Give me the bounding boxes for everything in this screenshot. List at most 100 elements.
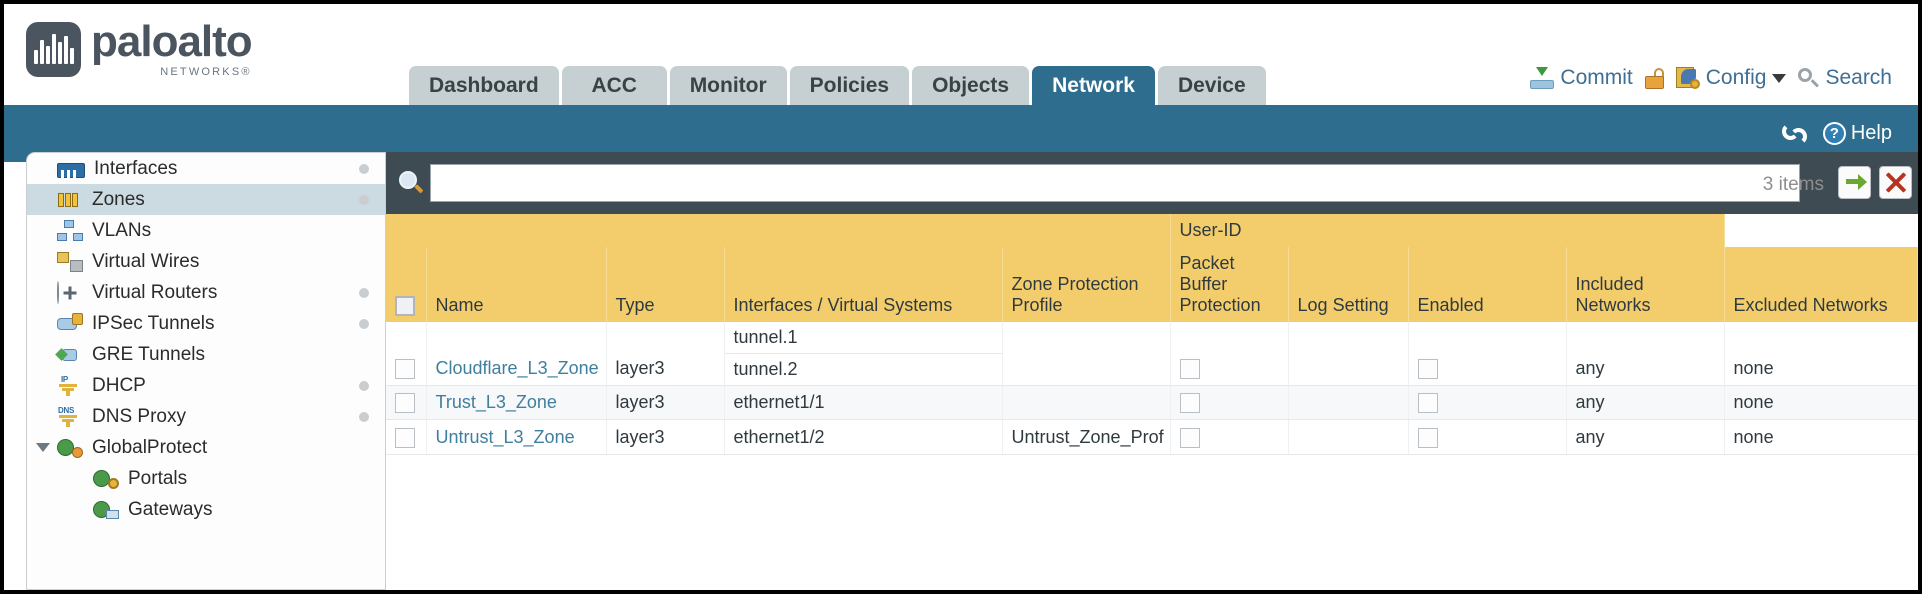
sidebar-item-virtual-routers[interactable]: Virtual Routers (27, 277, 385, 308)
sidebar-item-label: Virtual Routers (92, 281, 218, 303)
cell-packet-buffer-protection[interactable] (1170, 322, 1289, 386)
tab-acc[interactable]: ACC (561, 66, 667, 105)
table-group-header-row: User-ID (386, 214, 1918, 247)
cell-included-networks: any (1566, 385, 1725, 421)
tab-dashboard[interactable]: Dashboard (409, 66, 559, 105)
config-label: Config (1705, 66, 1767, 89)
row-checkbox[interactable] (395, 427, 415, 448)
select-all-checkbox[interactable] (395, 296, 415, 316)
sidebar-item-virtual-wires[interactable]: Virtual Wires (27, 246, 385, 277)
table-row[interactable]: Untrust_L3_Zone layer3 ethernet1/2 Untru… (386, 419, 1918, 455)
col-header-excluded-networks[interactable]: Excluded Networks (1724, 247, 1918, 322)
row-checkbox[interactable] (395, 393, 415, 414)
col-header-log-setting[interactable]: Log Setting (1288, 247, 1409, 322)
chevron-down-icon (1772, 73, 1787, 83)
cell-userid-enabled[interactable] (1408, 419, 1567, 455)
zones-icon (57, 189, 83, 210)
col-header-type[interactable]: Type (606, 247, 725, 322)
cell-packet-buffer-protection[interactable] (1170, 419, 1289, 455)
cell-excluded-networks: none (1724, 419, 1918, 455)
tab-monitor[interactable]: Monitor (669, 66, 787, 105)
apply-filter-button[interactable] (1838, 166, 1871, 199)
col-header-zone-protection-profile[interactable]: Zone Protection Profile (1002, 247, 1171, 322)
refresh-icon[interactable] (1781, 122, 1807, 145)
sidebar-item-ipsec-tunnels[interactable]: IPSec Tunnels (27, 308, 385, 339)
cell-userid-enabled[interactable] (1408, 322, 1567, 386)
cell-name[interactable]: Untrust_L3_Zone (426, 419, 607, 455)
commit-button[interactable]: Commit (1530, 66, 1633, 90)
cell-excluded-networks: none (1724, 322, 1918, 386)
sidebar-item-zones[interactable]: Zones (27, 184, 385, 215)
row-select-cell[interactable] (386, 322, 427, 386)
cell-name[interactable]: Cloudflare_L3_Zone (426, 322, 607, 386)
filter-bar: 3 items (386, 152, 1918, 214)
status-dot (359, 195, 369, 205)
cell-interfaces: ethernet1/1 (724, 385, 1003, 421)
sidebar-item-label: DNS Proxy (92, 405, 186, 427)
lock-icon[interactable] (1644, 67, 1664, 89)
cell-type: layer3 (606, 385, 725, 421)
row-select-cell[interactable] (386, 385, 427, 421)
dns-proxy-icon: DNS (57, 406, 83, 427)
tab-device[interactable]: Device (1157, 66, 1266, 105)
commit-icon (1530, 67, 1555, 89)
userid-enabled-checkbox[interactable] (1417, 359, 1438, 379)
col-header-interfaces[interactable]: Interfaces / Virtual Systems (724, 247, 1003, 322)
vlans-icon (57, 220, 83, 241)
tree-expander-icon[interactable] (36, 443, 50, 452)
search-icon (1798, 67, 1820, 89)
row-select-cell[interactable] (386, 419, 427, 455)
status-dot (359, 164, 369, 174)
select-all-header[interactable] (386, 247, 427, 322)
table-row[interactable]: Trust_L3_Zone layer3 ethernet1/1 any (386, 385, 1918, 421)
zones-table-container: User-ID Name Type Interfaces / Virtual S… (386, 214, 1918, 590)
cell-included-networks: any (1566, 419, 1725, 455)
sidebar-item-label: Gateways (128, 498, 213, 520)
cell-userid-enabled[interactable] (1408, 385, 1567, 421)
search-input[interactable] (430, 164, 1800, 202)
col-header-enabled[interactable]: Enabled (1408, 247, 1567, 322)
packet-buffer-protection-checkbox[interactable] (1179, 427, 1200, 448)
tab-objects[interactable]: Objects (912, 66, 1030, 105)
paloalto-logo-mark (26, 21, 81, 77)
sidebar-item-dhcp[interactable]: IP DHCP (27, 370, 385, 401)
config-menu[interactable]: Config (1675, 66, 1787, 90)
sidebar-item-dns-proxy[interactable]: DNS DNS Proxy (27, 401, 385, 432)
userid-enabled-checkbox[interactable] (1417, 427, 1438, 448)
zone-name-link[interactable]: Cloudflare_L3_Zone (435, 358, 599, 378)
sidebar-item-globalprotect[interactable]: GlobalProtect (27, 432, 385, 463)
help-button[interactable]: ? Help (1822, 122, 1892, 145)
clear-filter-button[interactable] (1879, 166, 1912, 199)
status-dot (359, 412, 369, 422)
cell-packet-buffer-protection[interactable] (1170, 385, 1289, 421)
virtual-routers-icon (57, 281, 83, 304)
interface-item: tunnel.1 (724, 322, 1002, 354)
zone-name-link[interactable]: Untrust_L3_Zone (435, 426, 575, 447)
top-header: paloalto NETWORKS® Dashboard ACC Monitor… (4, 4, 1918, 105)
paloalto-logo: paloalto NETWORKS® (26, 20, 253, 78)
packet-buffer-protection-checkbox[interactable] (1179, 393, 1200, 414)
cell-interfaces: ethernet1/2 (724, 419, 1003, 455)
sub-toolbar-actions: ? Help (1781, 122, 1892, 145)
sidebar-item-vlans[interactable]: VLANs (27, 215, 385, 246)
col-header-packet-buffer-protection[interactable]: Packet Buffer Protection (1170, 247, 1289, 322)
config-icon (1675, 67, 1700, 89)
table-row[interactable]: Cloudflare_L3_Zone layer3 tunnel.1 tunne… (386, 322, 1918, 386)
cell-name[interactable]: Trust_L3_Zone (426, 385, 607, 421)
row-checkbox[interactable] (395, 359, 415, 379)
search-button[interactable]: Search (1798, 66, 1892, 90)
zone-name-link[interactable]: Trust_L3_Zone (435, 392, 557, 413)
sidebar-item-interfaces[interactable]: Interfaces (27, 153, 385, 184)
col-header-included-networks[interactable]: Included Networks (1566, 247, 1725, 322)
col-header-name[interactable]: Name (426, 247, 607, 322)
interface-item: tunnel.2 (733, 359, 798, 379)
tab-policies[interactable]: Policies (789, 66, 910, 105)
packet-buffer-protection-checkbox[interactable] (1179, 359, 1200, 379)
tab-network[interactable]: Network (1032, 66, 1155, 105)
sidebar-item-gateways[interactable]: Gateways (27, 494, 385, 525)
sidebar-item-portals[interactable]: Portals (27, 463, 385, 494)
userid-enabled-checkbox[interactable] (1417, 393, 1438, 414)
palo-alto-web-interface: paloalto NETWORKS® Dashboard ACC Monitor… (4, 4, 1918, 590)
zones-table-body: Cloudflare_L3_Zone layer3 tunnel.1 tunne… (386, 322, 1918, 455)
sidebar-item-gre-tunnels[interactable]: GRE Tunnels (27, 339, 385, 370)
